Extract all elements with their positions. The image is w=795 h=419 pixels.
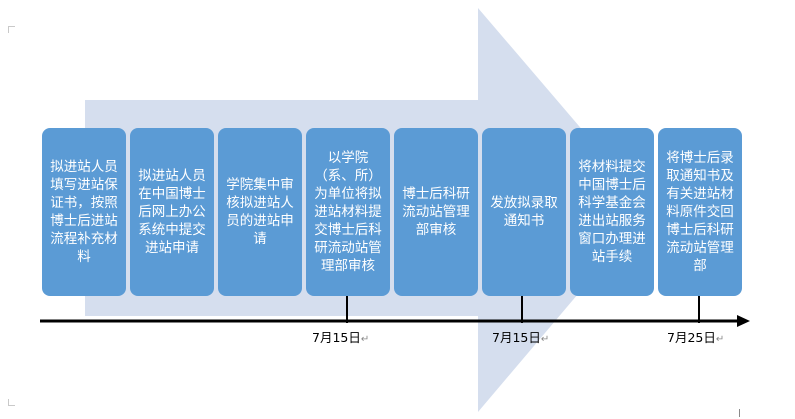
date-text-1: 7月15日 [312,330,361,345]
date-label-3: 7月25日↵ [667,327,724,346]
step-box-3: 学院集中审核拟进站人员的进站申请 [218,128,302,296]
step-box-2: 拟进站人员在中国博士后网上办公系统中提交进站申请 [130,128,214,296]
timeline-arrowhead [737,315,750,327]
step-label-3: 学院集中审核拟进站人员的进站申请 [226,177,294,247]
step-box-4: 以学院（系、所）为单位将拟进站材料提交博士后科研流动站管理部审核 [306,128,390,296]
step-label-8: 将博士后录取通知书及有关进站材料原件交回博士后科研流动站管理部 [666,150,734,274]
step-box-6: 发放拟录取通知书 [482,128,566,296]
page-corner-mark-top-left [8,26,15,33]
date-label-1: 7月15日↵ [312,327,369,346]
date-text-3: 7月25日 [667,330,716,345]
step-box-7: 将材料提交中国博士后科学基金会进出站服务窗口办理进站手续 [570,128,654,296]
date-text-2: 7月15日 [492,330,541,345]
step-label-7: 将材料提交中国博士后科学基金会进出站服务窗口办理进站手续 [578,159,646,265]
page-corner-mark-bottom-left [8,399,15,406]
step-box-1: 拟进站人员填写进站保证书，按照博士后进站流程补充材料 [42,128,126,296]
paragraph-mark-icon: ↵ [360,334,370,345]
paragraph-mark-icon: ↵ [715,334,725,345]
step-label-6: 发放拟录取通知书 [490,195,558,229]
step-box-8: 将博士后录取通知书及有关进站材料原件交回博士后科研流动站管理部 [658,128,742,296]
date-label-2: 7月15日↵ [492,327,549,346]
paragraph-mark-icon: ↵ [540,334,550,345]
step-label-5: 博士后科研流动站管理部审核 [402,186,470,238]
step-label-1: 拟进站人员填写进站保证书，按照博士后进站流程补充材料 [50,159,118,265]
step-label-2: 拟进站人员在中国博士后网上办公系统中提交进站申请 [138,168,206,256]
step-label-4: 以学院（系、所）为单位将拟进站材料提交博士后科研流动站管理部审核 [314,150,382,274]
step-box-5: 博士后科研流动站管理部审核 [394,128,478,296]
page-corner-mark-bottom-right [739,409,743,417]
